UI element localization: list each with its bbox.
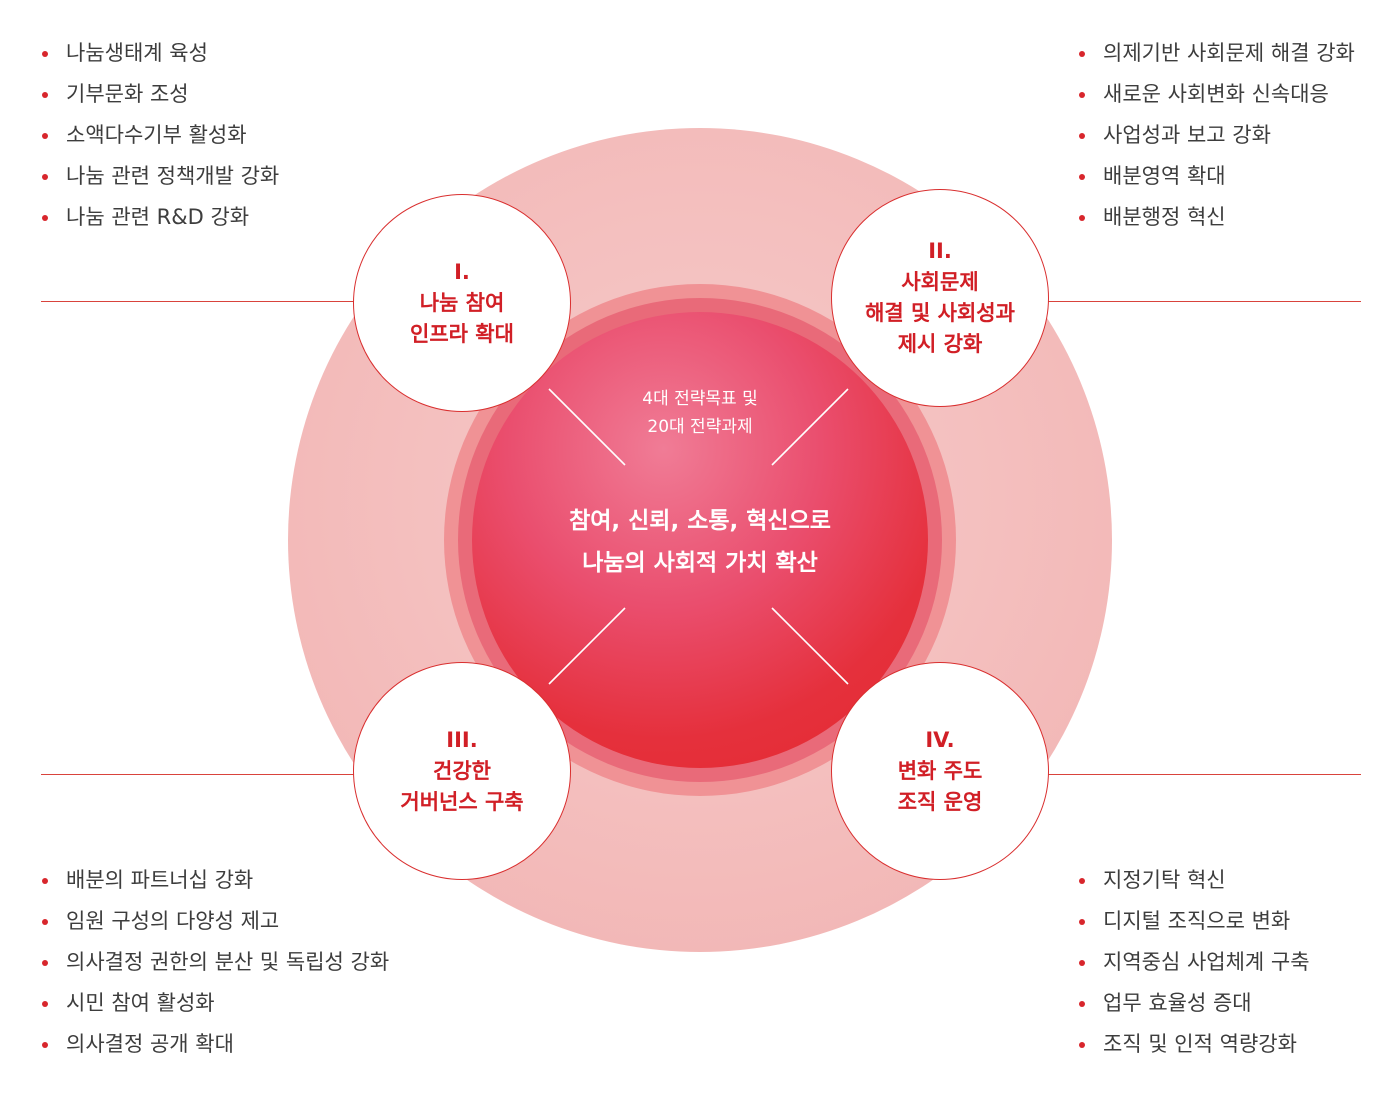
list-item: 나눔 관련 R&D 강화 (40, 197, 279, 238)
center-statement: 참여, 신뢰, 소통, 혁신으로 나눔의 사회적 가치 확산 (500, 500, 900, 584)
list-item: 배분영역 확대 (1077, 156, 1355, 197)
goal-circle-1: I. 나눔 참여 인프라 확대 (353, 194, 571, 412)
task-list-top-left: 나눔생태계 육성 기부문화 조성 소액다수기부 활성화 나눔 관련 정책개발 강… (40, 33, 279, 238)
list-item: 나눔 관련 정책개발 강화 (40, 156, 279, 197)
list-item: 소액다수기부 활성화 (40, 115, 279, 156)
center-statement-line-2: 나눔의 사회적 가치 확산 (582, 550, 818, 576)
goal-3-line-1: 건강한 (433, 758, 491, 783)
list-item: 디지털 조직으로 변화 (1077, 901, 1310, 942)
list-item: 의제기반 사회문제 해결 강화 (1077, 33, 1355, 74)
list-item: 배분의 파트너십 강화 (40, 860, 389, 901)
goal-1-numeral: I. (454, 259, 470, 284)
center-statement-line-1: 참여, 신뢰, 소통, 혁신으로 (569, 508, 831, 534)
list-item: 업무 효율성 증대 (1077, 983, 1310, 1024)
list-item: 지역중심 사업체계 구축 (1077, 942, 1310, 983)
list-item: 나눔생태계 육성 (40, 33, 279, 74)
goal-4-line-2: 조직 운영 (897, 789, 983, 814)
task-list-bottom-right: 지정기탁 혁신 디지털 조직으로 변화 지역중심 사업체계 구축 업무 효율성 … (1077, 860, 1310, 1065)
list-item: 새로운 사회변화 신속대응 (1077, 74, 1355, 115)
list-item: 사업성과 보고 강화 (1077, 115, 1355, 156)
connector-line-top-left (41, 301, 357, 302)
connector-line-top-right (1047, 301, 1361, 302)
list-item: 기부문화 조성 (40, 74, 279, 115)
goal-circle-2: II. 사회문제 해결 및 사회성과 제시 강화 (831, 189, 1049, 407)
goal-2-line-1: 사회문제 (901, 270, 979, 294)
list-item: 의사결정 공개 확대 (40, 1024, 389, 1065)
list-item: 시민 참여 활성화 (40, 983, 389, 1024)
goal-2-line-2: 해결 및 사회성과 (865, 301, 1015, 325)
list-item: 임원 구성의 다양성 제고 (40, 901, 389, 942)
connector-line-bottom-right (1047, 774, 1361, 775)
goal-circle-3: III. 건강한 거버넌스 구축 (353, 662, 571, 880)
goal-1-line-1: 나눔 참여 (419, 290, 505, 315)
list-item: 의사결정 권한의 분산 및 독립성 강화 (40, 942, 389, 983)
goal-circle-4: IV. 변화 주도 조직 운영 (831, 662, 1049, 880)
goal-2-numeral: II. (928, 239, 952, 263)
task-list-bottom-left: 배분의 파트너십 강화 임원 구성의 다양성 제고 의사결정 권한의 분산 및 … (40, 860, 389, 1065)
goal-1-line-2: 인프라 확대 (410, 321, 514, 346)
task-list-top-right: 의제기반 사회문제 해결 강화 새로운 사회변화 신속대응 사업성과 보고 강화… (1077, 33, 1355, 238)
goal-4-numeral: IV. (925, 727, 955, 752)
goal-3-line-2: 거버넌스 구축 (400, 789, 524, 814)
goal-2-line-3: 제시 강화 (897, 332, 983, 356)
list-item: 조직 및 인적 역량강화 (1077, 1024, 1310, 1065)
list-item: 배분행정 혁신 (1077, 197, 1355, 238)
goal-3-numeral: III. (446, 727, 478, 752)
connector-line-bottom-left (41, 774, 357, 775)
center-subtitle-line-2: 20대 전략과제 (647, 417, 753, 437)
goal-4-line-1: 변화 주도 (897, 758, 983, 783)
list-item: 지정기탁 혁신 (1077, 860, 1310, 901)
core-circle (472, 312, 928, 768)
center-subtitle-line-1: 4대 전략목표 및 (642, 389, 758, 409)
center-subtitle: 4대 전략목표 및 20대 전략과제 (550, 385, 850, 441)
